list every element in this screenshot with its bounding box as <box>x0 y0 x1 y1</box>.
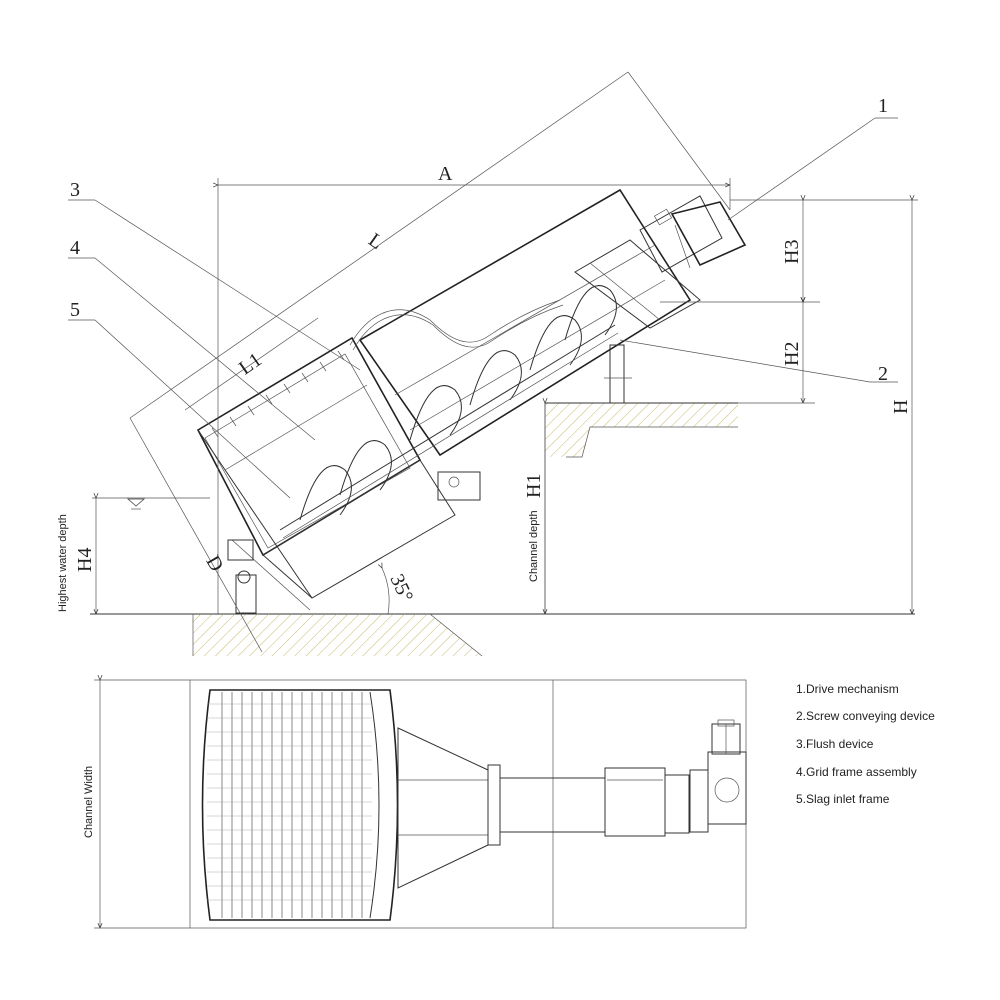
dim-L1: L1 <box>235 349 266 380</box>
legend-item-3: 3.Flush device <box>796 737 874 751</box>
legend-item-1: 1.Drive mechanism <box>796 682 899 696</box>
dim-H1: H1 <box>523 474 545 498</box>
screw-flights <box>279 285 619 539</box>
side-view: 1 2 3 4 5 A L L1 D H H3 H2 H1 H4 35° Hig… <box>57 71 918 657</box>
channel-floor <box>90 613 915 657</box>
dimension-lines <box>68 71 918 653</box>
screen-assembly <box>196 188 747 614</box>
drive-plan <box>689 719 747 833</box>
channel-depth-label: Channel depth <box>528 510 540 582</box>
water-level <box>92 497 210 510</box>
callout-1: 1 <box>878 95 888 117</box>
callout-5: 5 <box>70 299 80 321</box>
dim-H2: H2 <box>781 342 803 366</box>
supports <box>227 344 632 614</box>
plan-view: Channel Width 1.Drive mechanism <box>83 680 935 928</box>
legend-item-2: 2.Screw conveying device <box>796 709 935 723</box>
drum-plan <box>201 689 399 921</box>
legend-item-4: 4.Grid frame assembly <box>796 765 917 779</box>
callout-4: 4 <box>70 237 80 259</box>
dim-H4: H4 <box>74 548 96 572</box>
dim-A: A <box>438 163 453 185</box>
dim-H3: H3 <box>781 240 803 264</box>
dim-D: D <box>201 552 227 576</box>
callout-2: 2 <box>878 363 888 385</box>
highest-water-depth-label: Highest water depth <box>57 514 69 612</box>
legend-item-5: 5.Slag inlet frame <box>796 792 890 806</box>
drive-motor <box>639 195 747 273</box>
channel-edge <box>544 402 738 614</box>
callout-3: 3 <box>70 179 80 201</box>
grid-ticks <box>211 350 345 438</box>
legend: 1.Drive mechanism 2.Screw conveying devi… <box>796 682 935 806</box>
dim-H: H <box>890 400 912 414</box>
dim-angle: 35° <box>385 571 417 606</box>
channel-width-label: Channel Width <box>83 766 95 838</box>
